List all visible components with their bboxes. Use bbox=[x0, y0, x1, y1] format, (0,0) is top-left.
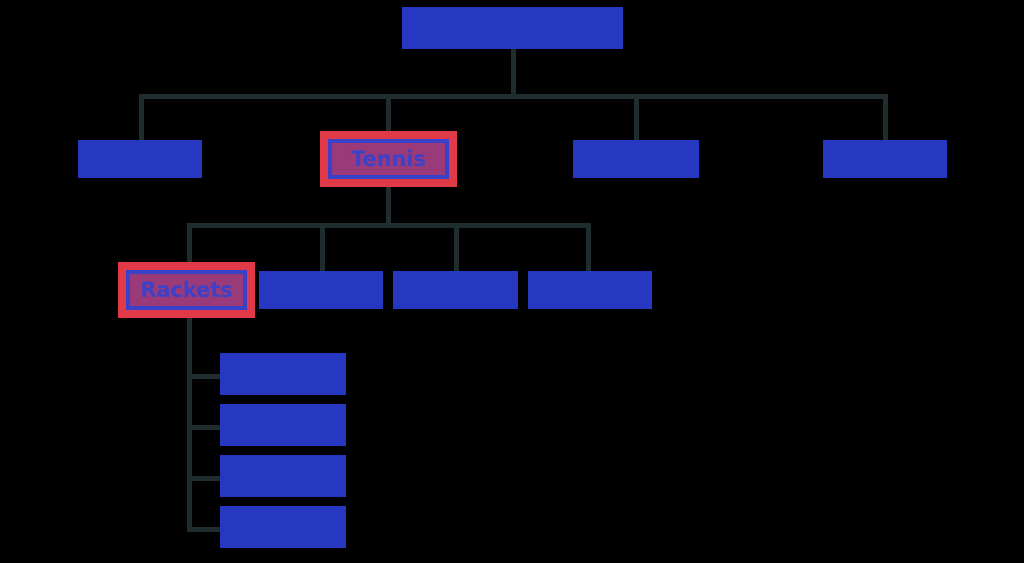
level3-node-rackets-label: Rackets bbox=[140, 277, 233, 302]
connector-level2-drop-2 bbox=[386, 94, 391, 140]
level2-node-1[interactable] bbox=[78, 140, 202, 178]
connector-level4-elbow-3 bbox=[187, 476, 223, 481]
level4-node-1[interactable] bbox=[220, 353, 346, 395]
level3-node-3[interactable] bbox=[393, 271, 518, 309]
level3-node-2[interactable] bbox=[259, 271, 383, 309]
connector-level3-drop-4 bbox=[586, 223, 591, 271]
level3-node-4[interactable] bbox=[528, 271, 652, 309]
level4-node-3[interactable] bbox=[220, 455, 346, 497]
level2-node-4[interactable] bbox=[823, 140, 947, 178]
level2-node-3[interactable] bbox=[573, 140, 699, 178]
connector-level4-elbow-2 bbox=[187, 425, 223, 430]
level3-node-rackets-inner: Rackets bbox=[126, 270, 247, 310]
level4-node-2[interactable] bbox=[220, 404, 346, 446]
level2-node-tennis-inner: Tennis bbox=[328, 139, 449, 179]
connector-rackets-spine bbox=[187, 318, 192, 530]
level4-node-4[interactable] bbox=[220, 506, 346, 548]
root-node[interactable] bbox=[402, 7, 623, 49]
connector-tennis-stem bbox=[386, 187, 391, 223]
connector-level3-drop-1 bbox=[187, 223, 192, 271]
connector-level2-drop-3 bbox=[634, 94, 639, 140]
connector-level4-elbow-1 bbox=[187, 374, 223, 379]
connector-level3-drop-2 bbox=[320, 223, 325, 271]
level3-node-rackets[interactable]: Rackets bbox=[118, 262, 255, 318]
connector-level3-rail bbox=[187, 223, 591, 228]
connector-level2-rail bbox=[139, 94, 887, 99]
connector-level4-elbow-4 bbox=[187, 527, 223, 532]
connector-level2-drop-4 bbox=[883, 94, 888, 140]
connector-level3-drop-3 bbox=[454, 223, 459, 271]
level2-node-tennis-label: Tennis bbox=[351, 146, 426, 171]
connector-level2-drop-1 bbox=[139, 94, 144, 140]
connector-root-stem bbox=[511, 49, 516, 94]
level2-node-tennis[interactable]: Tennis bbox=[320, 131, 457, 187]
